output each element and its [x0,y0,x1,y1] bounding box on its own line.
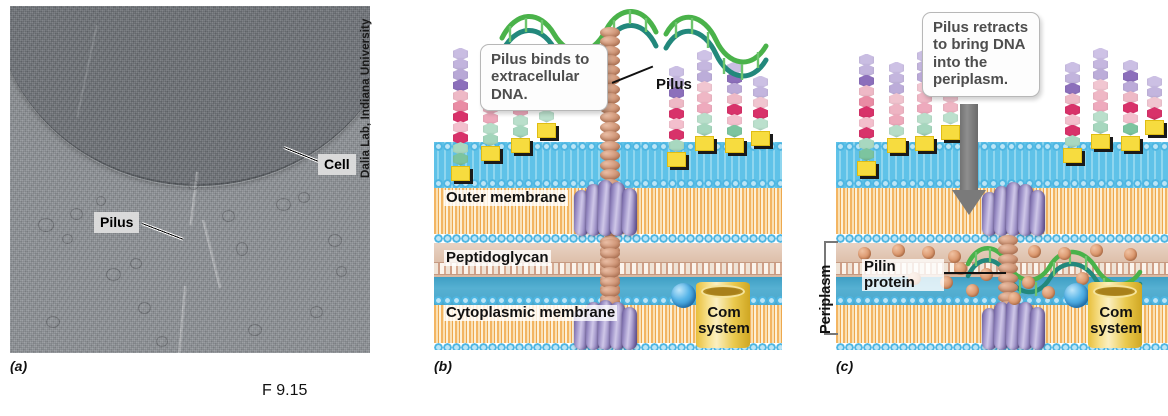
pilin-subunit [892,244,905,257]
vesicle [276,198,291,211]
pilin-subunit [1008,292,1021,305]
vesicle [188,180,199,190]
vesicle [70,208,83,220]
panel-letter-c: (c) [836,358,854,374]
pilin-pointer-line [944,272,1006,274]
label-com-system: Com system [698,304,750,337]
micrograph-image: Cell Pilus [10,6,370,353]
pilin-subunit [966,284,979,297]
label-cytoplasmic-membrane: Cytoplasmic membrane [444,304,618,322]
label-pilus-pointer: Pilus [656,76,692,93]
com-system-cylinder [696,282,750,348]
pilin-subunit [980,268,993,281]
vesicle [328,234,342,247]
micrograph-grain [10,6,370,353]
label-pilus: Pilus [94,212,140,234]
vesicle [298,192,310,203]
label-periplasm: Periplasm [818,264,834,334]
vesicle [96,196,106,206]
panel-c-diagram: Com system Pilin protein Pilus retracts … [836,0,1168,350]
callout-pilus-retracts: Pilus retracts to bring DNA into the per… [922,12,1040,97]
lps-chain [451,47,470,181]
label-com-system: Com system [1090,304,1142,337]
pilin-subunit [1076,272,1089,285]
figure-number: F 9.15 [262,382,308,399]
com-system-sphere [1064,283,1089,308]
pilin-subunit [858,247,871,260]
retraction-arrow [952,104,986,216]
pilin-subunit [948,250,961,263]
vesicle [38,218,54,232]
lps-chain [1121,59,1140,151]
panel-b-diagram: Com system Outer membrane Peptidoglycan … [434,0,782,350]
secretin-channel-outer [981,182,1045,236]
lps-chain [695,49,714,151]
pilin-subunit [1058,247,1071,260]
pilin-subunit [922,246,935,259]
label-outer-membrane: Outer membrane [444,189,569,207]
arrow-shaft [960,104,978,192]
vesicle [156,336,168,347]
label-pilin-protein: Pilin protein [862,258,944,292]
vesicle [236,242,248,256]
lps-chain [857,53,876,176]
vesicle [248,324,262,336]
vesicle [46,316,60,328]
periplasm-bracket [824,241,838,335]
lps-chain [887,61,906,153]
pilin-subunit [1124,248,1137,261]
pilin-subunit [1090,244,1103,257]
lps-chain [1145,75,1164,135]
vesicle [130,258,142,269]
panel-letter-a: (a) [10,358,28,374]
vesicle [222,210,235,222]
pilin-subunit [1022,276,1035,289]
label-peptidoglycan: Peptidoglycan [444,249,551,267]
om-outer-head-row-top [836,142,1168,151]
panel-letter-b: (b) [434,358,452,374]
vesicle [62,234,73,244]
com-system-sphere [671,283,696,308]
pilus-motor-inner-membrane [981,300,1045,350]
pilin-subunit [1042,286,1055,299]
vesicle [106,268,121,281]
vesicle [310,306,323,318]
label-cell: Cell [318,154,356,176]
image-credit: Dalia Lab, Indiana University [360,18,372,178]
lps-chain [667,65,686,167]
callout-pilus-binds-dna: Pilus binds to extracellular DNA. [480,44,608,112]
om-outer-head-row [836,179,1168,188]
lps-chain [751,75,770,146]
vesicle [138,302,151,314]
arrow-head [952,190,986,215]
lps-chain [1091,47,1110,149]
pilin-subunit [1028,245,1041,258]
extracellular-dna-helix [499,9,769,80]
secretin-channel-outer [573,180,637,236]
com-system-cylinder [1088,282,1142,348]
vesicle [336,266,347,277]
lps-chain [1063,61,1082,163]
pilin-subunit [954,262,967,275]
panel-a-micrograph: Cell Pilus Dalia Lab, Indiana University [10,6,372,353]
